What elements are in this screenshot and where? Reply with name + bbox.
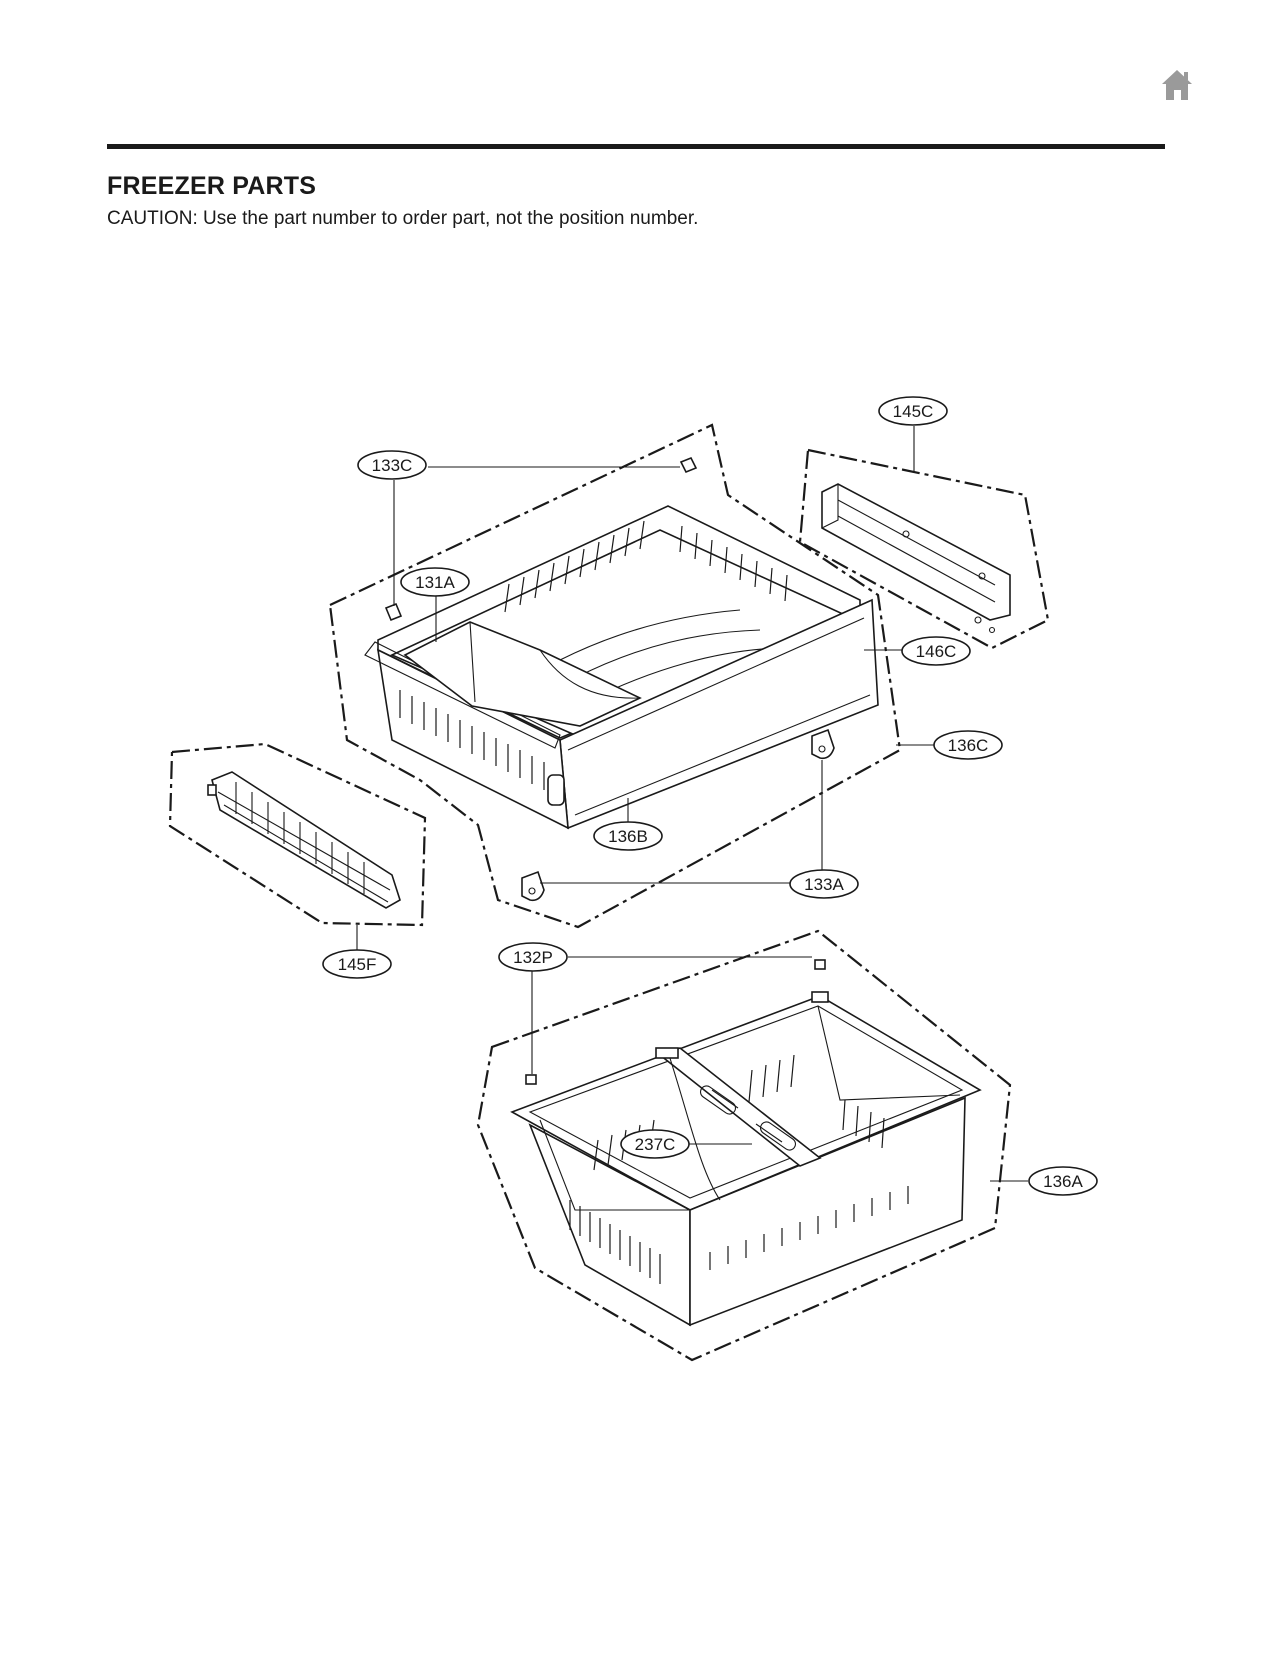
- callout-237C[interactable]: 237C: [620, 1129, 690, 1159]
- page-title: FREEZER PARTS: [107, 172, 317, 200]
- clip-133C-left: [384, 602, 403, 622]
- callout-133C[interactable]: 133C: [357, 450, 427, 480]
- svg-text:136A: 136A: [1043, 1172, 1083, 1191]
- basket-vent-slots: [569, 1054, 909, 1284]
- svg-text:133A: 133A: [804, 875, 844, 894]
- svg-text:145C: 145C: [893, 402, 934, 421]
- callout-136C[interactable]: 136C: [933, 730, 1003, 760]
- callout-131A[interactable]: 131A: [400, 567, 470, 597]
- callout-133A[interactable]: 133A: [789, 869, 859, 899]
- rail-145C-group-outline: [798, 448, 1050, 650]
- cover-145F-group-outline: [168, 742, 427, 927]
- drawer-vent-slots: [504, 520, 788, 613]
- svg-text:136C: 136C: [948, 736, 989, 755]
- roller-133A-right: [811, 728, 835, 760]
- callout-145F[interactable]: 145F: [322, 949, 392, 979]
- rail-145C: [821, 483, 1011, 634]
- svg-text:145F: 145F: [338, 955, 377, 974]
- lower-basket-136A: [510, 991, 982, 1327]
- callout-146C[interactable]: 146C: [901, 636, 971, 666]
- svg-text:131A: 131A: [415, 573, 455, 592]
- upper-drawer-136B: [364, 505, 879, 830]
- callout-136A[interactable]: 136A: [1028, 1166, 1098, 1196]
- svg-text:132P: 132P: [513, 948, 553, 967]
- svg-text:133C: 133C: [372, 456, 413, 475]
- svg-text:136B: 136B: [608, 827, 648, 846]
- clip-133C-top: [679, 456, 698, 474]
- cover-145F: [207, 771, 401, 909]
- lower-basket-group-outline: [476, 929, 1012, 1362]
- stopper-132P-left: [525, 1074, 537, 1085]
- stopper-132P-right: [814, 959, 826, 970]
- callout-136B[interactable]: 136B: [593, 821, 663, 851]
- callout-145C[interactable]: 145C: [878, 396, 948, 426]
- home-icon: [1162, 70, 1192, 100]
- leader-lines: [356, 426, 1028, 1182]
- caution-note: CAUTION: Use the part number to order pa…: [107, 208, 699, 229]
- svg-text:146C: 146C: [916, 642, 957, 661]
- callout-132P[interactable]: 132P: [498, 942, 568, 972]
- header-rule: [107, 144, 1165, 149]
- home-button[interactable]: [1160, 68, 1194, 102]
- svg-text:237C: 237C: [635, 1135, 676, 1154]
- roller-133A-left: [521, 870, 545, 902]
- upper-drawer-group-outline: [328, 423, 902, 929]
